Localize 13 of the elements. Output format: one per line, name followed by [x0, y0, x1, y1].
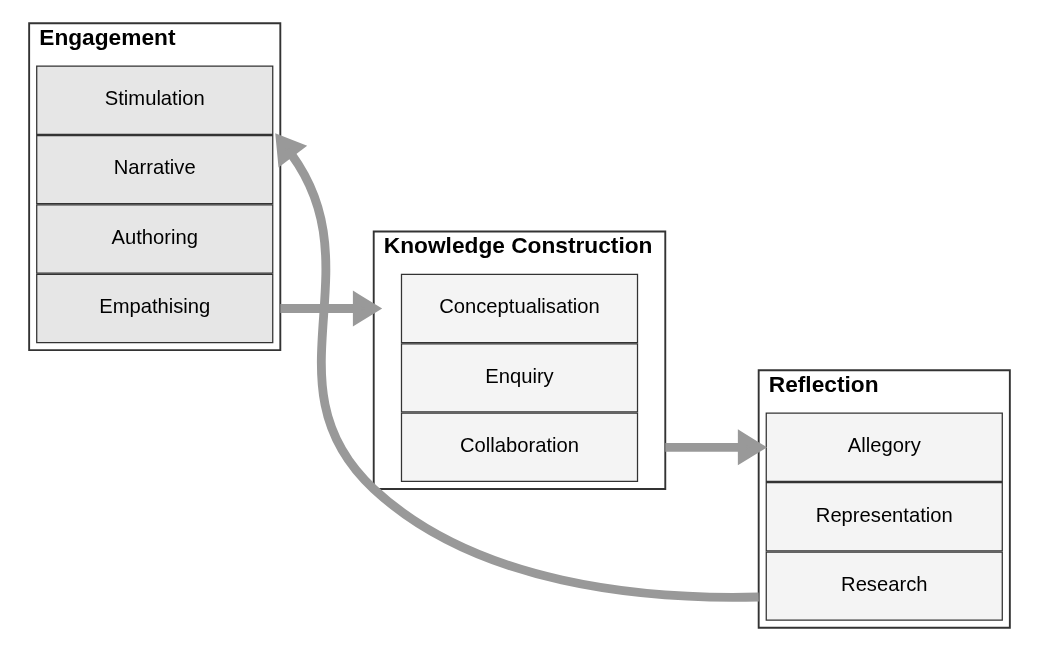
node-box: Empathising: [36, 273, 274, 344]
node-box: Stimulation: [36, 65, 274, 135]
node-box: Allegory: [765, 412, 1003, 482]
node-box: Collaboration: [400, 412, 639, 482]
arrow: [280, 290, 383, 327]
node-box: Enquiry: [400, 343, 639, 413]
arrow: [275, 133, 759, 602]
node-box: Narrative: [36, 134, 274, 205]
node-box: Research: [765, 551, 1003, 621]
node-box: Authoring: [36, 204, 274, 274]
node-box: Conceptualisation: [400, 273, 639, 344]
arrow: [665, 429, 768, 466]
node-box: Representation: [765, 482, 1003, 552]
